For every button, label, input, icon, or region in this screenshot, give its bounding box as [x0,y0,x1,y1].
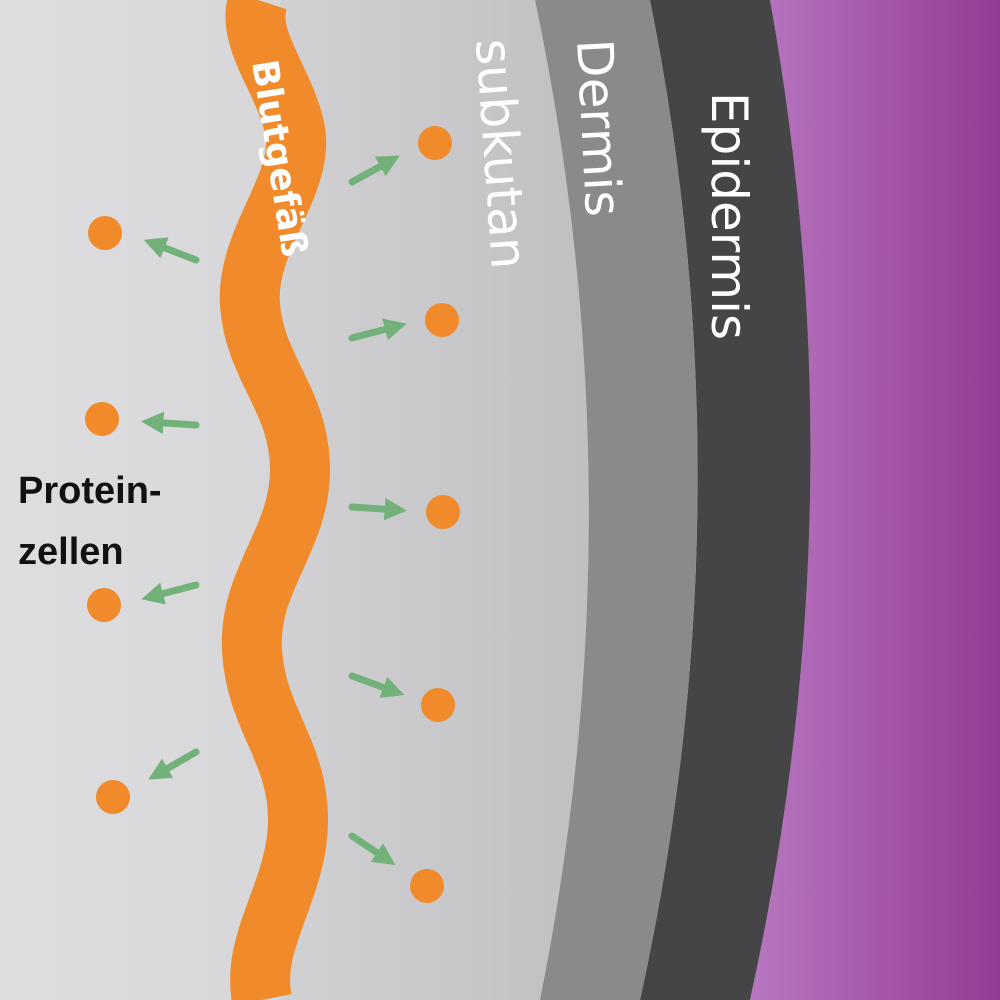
epidermis-layer [640,0,811,1000]
protein-cell [87,588,121,622]
diffusion-arrows-right [348,155,407,865]
protein-cell [88,216,122,250]
protein-cells-label-line2: zellen [18,531,124,573]
protein-cell [426,495,460,529]
protein-cell [410,869,444,903]
protein-cells [85,126,460,903]
arrow-icon [148,748,200,780]
dermis-label: Dermis [565,38,632,218]
protein-cells-label: Protein- [18,470,162,512]
protein-cell [418,126,452,160]
dermis-layer [535,0,698,1000]
diffusion-arrows-left [141,237,200,780]
arrow-icon [348,497,407,521]
arrow-icon [348,155,400,186]
arrow-icon [348,318,407,342]
protein-cell [421,688,455,722]
protein-cell [96,780,130,814]
arrow-icon [143,237,200,264]
arrow-icon [348,832,396,865]
skin-surface-region [750,0,1000,1000]
protein-cell [425,303,459,337]
arrow-icon [348,672,405,698]
protein-cell [85,402,119,436]
arrow-icon [141,581,200,605]
arrow-icon [141,411,200,435]
blood-vessel [219,0,331,1000]
epidermis-label: Epidermis [700,92,758,340]
